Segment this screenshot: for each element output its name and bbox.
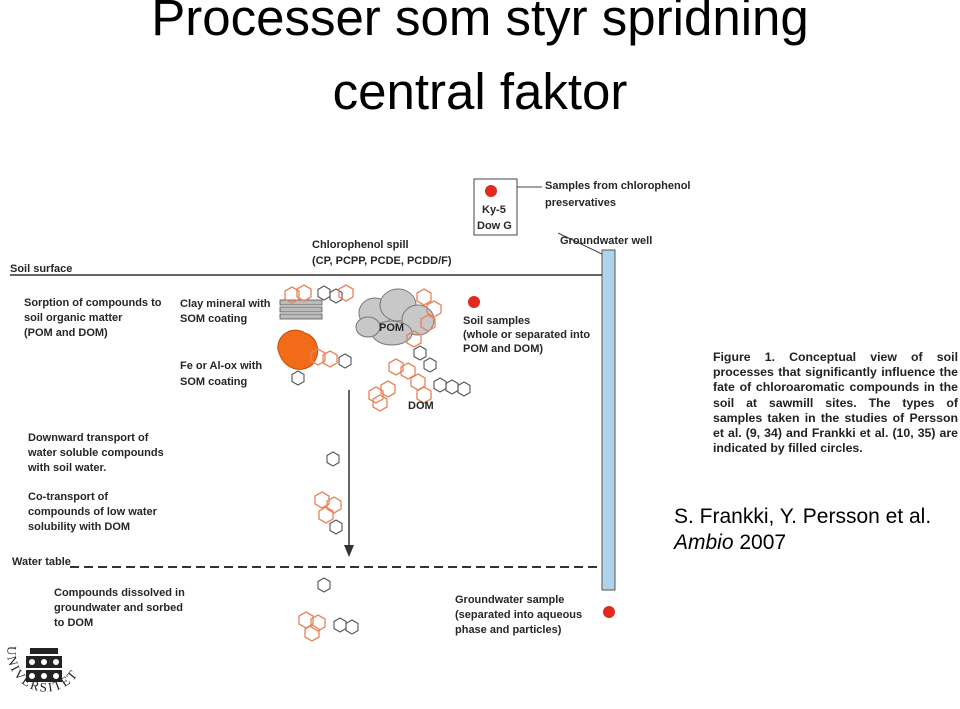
gw-sample-label-1: Groundwater sample: [455, 594, 564, 606]
groundwater-molecules: [298, 577, 359, 642]
citation: S. Frankki, Y. Persson et al. Ambio 2007: [674, 504, 931, 556]
dissolved-label-3: to DOM: [54, 617, 93, 629]
sorption-label-3: (POM and DOM): [24, 327, 108, 339]
citation-year: 2007: [739, 531, 787, 554]
sample-dot-soil: [468, 296, 480, 308]
dissolved-label-2: groundwater and sorbed: [54, 602, 183, 614]
pom-label: POM: [379, 322, 404, 334]
groundwater-well-label: Groundwater well: [560, 235, 652, 247]
downward-label-2: water soluble compounds: [27, 447, 164, 459]
citation-journal: Ambio: [674, 531, 734, 554]
clay-label-1: Clay mineral with: [180, 298, 271, 310]
transport-molecules: [314, 451, 343, 535]
feal-label-1: Fe or Al-ox with: [180, 360, 262, 372]
clay-mineral-plates: [279, 284, 354, 320]
soil-samples-label-3: POM and DOM): [463, 343, 543, 355]
downward-label-1: Downward transport of: [28, 432, 149, 444]
groundwater-well: [601, 249, 616, 591]
ky5-label: Ky-5: [482, 204, 506, 216]
water-table-label: Water table: [12, 556, 71, 568]
samples-preservatives-label-2: preservatives: [545, 197, 616, 209]
figure-caption-text: Figure 1. Conceptual view of soil proces…: [713, 350, 958, 456]
title-line-2: central faktor: [332, 63, 628, 120]
soil-samples-label-2: (whole or separated into: [463, 329, 590, 341]
dissolved-label-1: Compounds dissolved in: [54, 587, 185, 599]
cotransport-label-2: compounds of low water: [28, 506, 158, 518]
downward-label-3: with soil water.: [27, 462, 106, 474]
figure-caption: Figure 1. Conceptual view of soil proces…: [713, 350, 958, 456]
feal-label-2: SOM coating: [180, 376, 247, 388]
citation-source: Ambio 2007: [674, 530, 931, 556]
sorption-label-1: Sorption of compounds to: [24, 297, 162, 309]
pom-cloud: [355, 288, 435, 346]
gw-sample-label-3: phase and particles): [455, 624, 562, 636]
cotransport-label-3: solubility with DOM: [28, 521, 130, 533]
sorption-label-2: soil organic matter: [24, 312, 123, 324]
cotransport-label-1: Co-transport of: [28, 491, 108, 503]
soil-samples-label-1: Soil samples: [463, 315, 530, 327]
dom-label: DOM: [408, 400, 434, 412]
university-logo: UNIVERSITET: [4, 646, 79, 695]
samples-preservatives-label-1: Samples from chlorophenol: [545, 180, 690, 192]
citation-authors: S. Frankki, Y. Persson et al.: [674, 505, 932, 528]
spill-label-1: Chlorophenol spill: [312, 239, 409, 251]
soil-surface-label: Soil surface: [10, 263, 72, 275]
university-crown-icon: [26, 648, 62, 682]
sample-dot-groundwater: [603, 606, 615, 618]
spill-label-2: (CP, PCPP, PCDE, PCDD/F): [312, 255, 452, 267]
title-line-1: Processer som styr spridning: [151, 0, 809, 46]
oxide-particle: [277, 329, 319, 370]
dowg-label: Dow G: [477, 220, 512, 232]
sample-dot-top: [485, 185, 497, 197]
clay-label-2: SOM coating: [180, 313, 247, 325]
conceptual-soil-figure: Ky-5 Dow G Samples from chlorophenol pre…: [10, 178, 690, 642]
gw-sample-label-2: (separated into aqueous: [455, 609, 582, 621]
